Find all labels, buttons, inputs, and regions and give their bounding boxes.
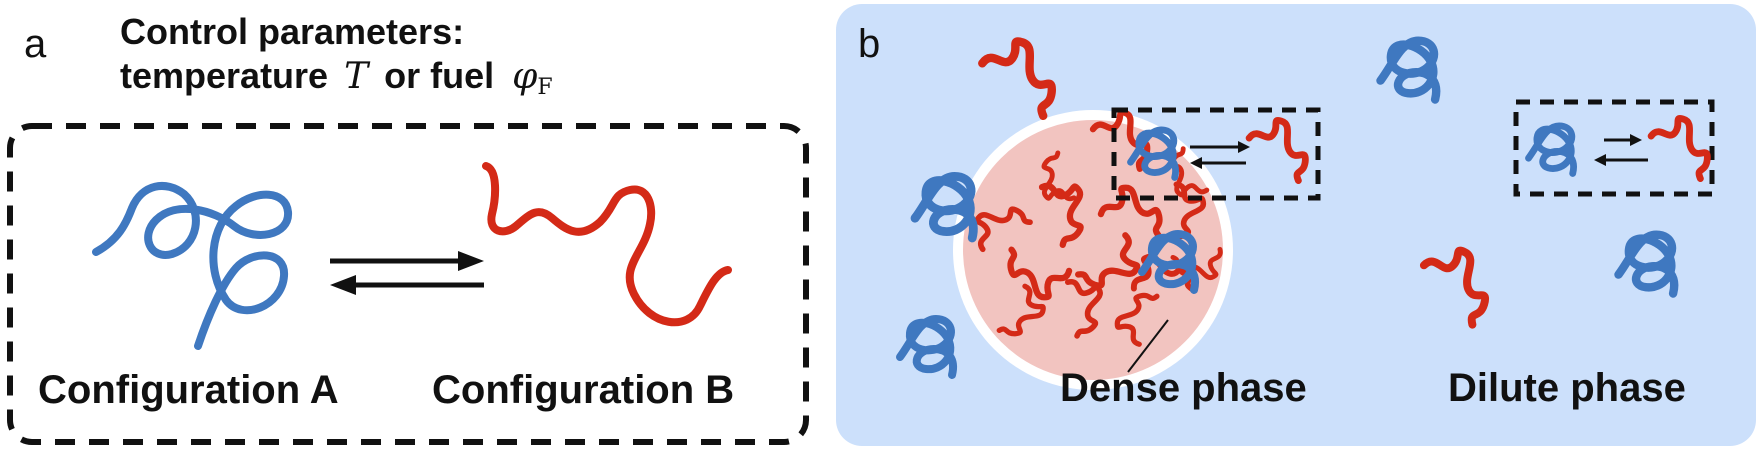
control-parameters-title: Control parameters: temperature T or fue… <box>120 10 553 110</box>
title-temperature-text: temperature <box>120 55 329 96</box>
dense-phase-label: Dense phase <box>1060 366 1307 410</box>
dense-inset-box <box>1111 107 1321 201</box>
configuration-a-label: Configuration A <box>38 368 339 412</box>
inset-dilute-arrows-icon <box>1594 134 1648 166</box>
config-dashed-box <box>7 123 809 445</box>
panel-b-letter: b <box>858 22 881 66</box>
dilute-phase-label: Dilute phase <box>1448 366 1686 410</box>
dense-phase-leader-line <box>1127 319 1169 373</box>
title-var-T: T <box>344 56 369 97</box>
equilibrium-arrows-icon <box>330 251 484 295</box>
dilute-inset-box <box>1513 99 1715 197</box>
title-or-fuel-text: or fuel <box>384 55 495 96</box>
title-var-phi-subscript: F <box>537 75 553 100</box>
title-var-phi: φ <box>512 56 538 97</box>
configuration-b-label: Configuration B <box>432 368 735 412</box>
configuration-a-polymer-icon <box>92 182 292 350</box>
configuration-b-polymer-icon <box>482 162 732 327</box>
title-line-1: Control parameters: <box>120 11 465 52</box>
panel-a-letter: a <box>24 22 47 66</box>
title-line-2: temperature T or fuel φF <box>120 54 553 110</box>
inset-dense-arrows-icon <box>1190 141 1250 169</box>
